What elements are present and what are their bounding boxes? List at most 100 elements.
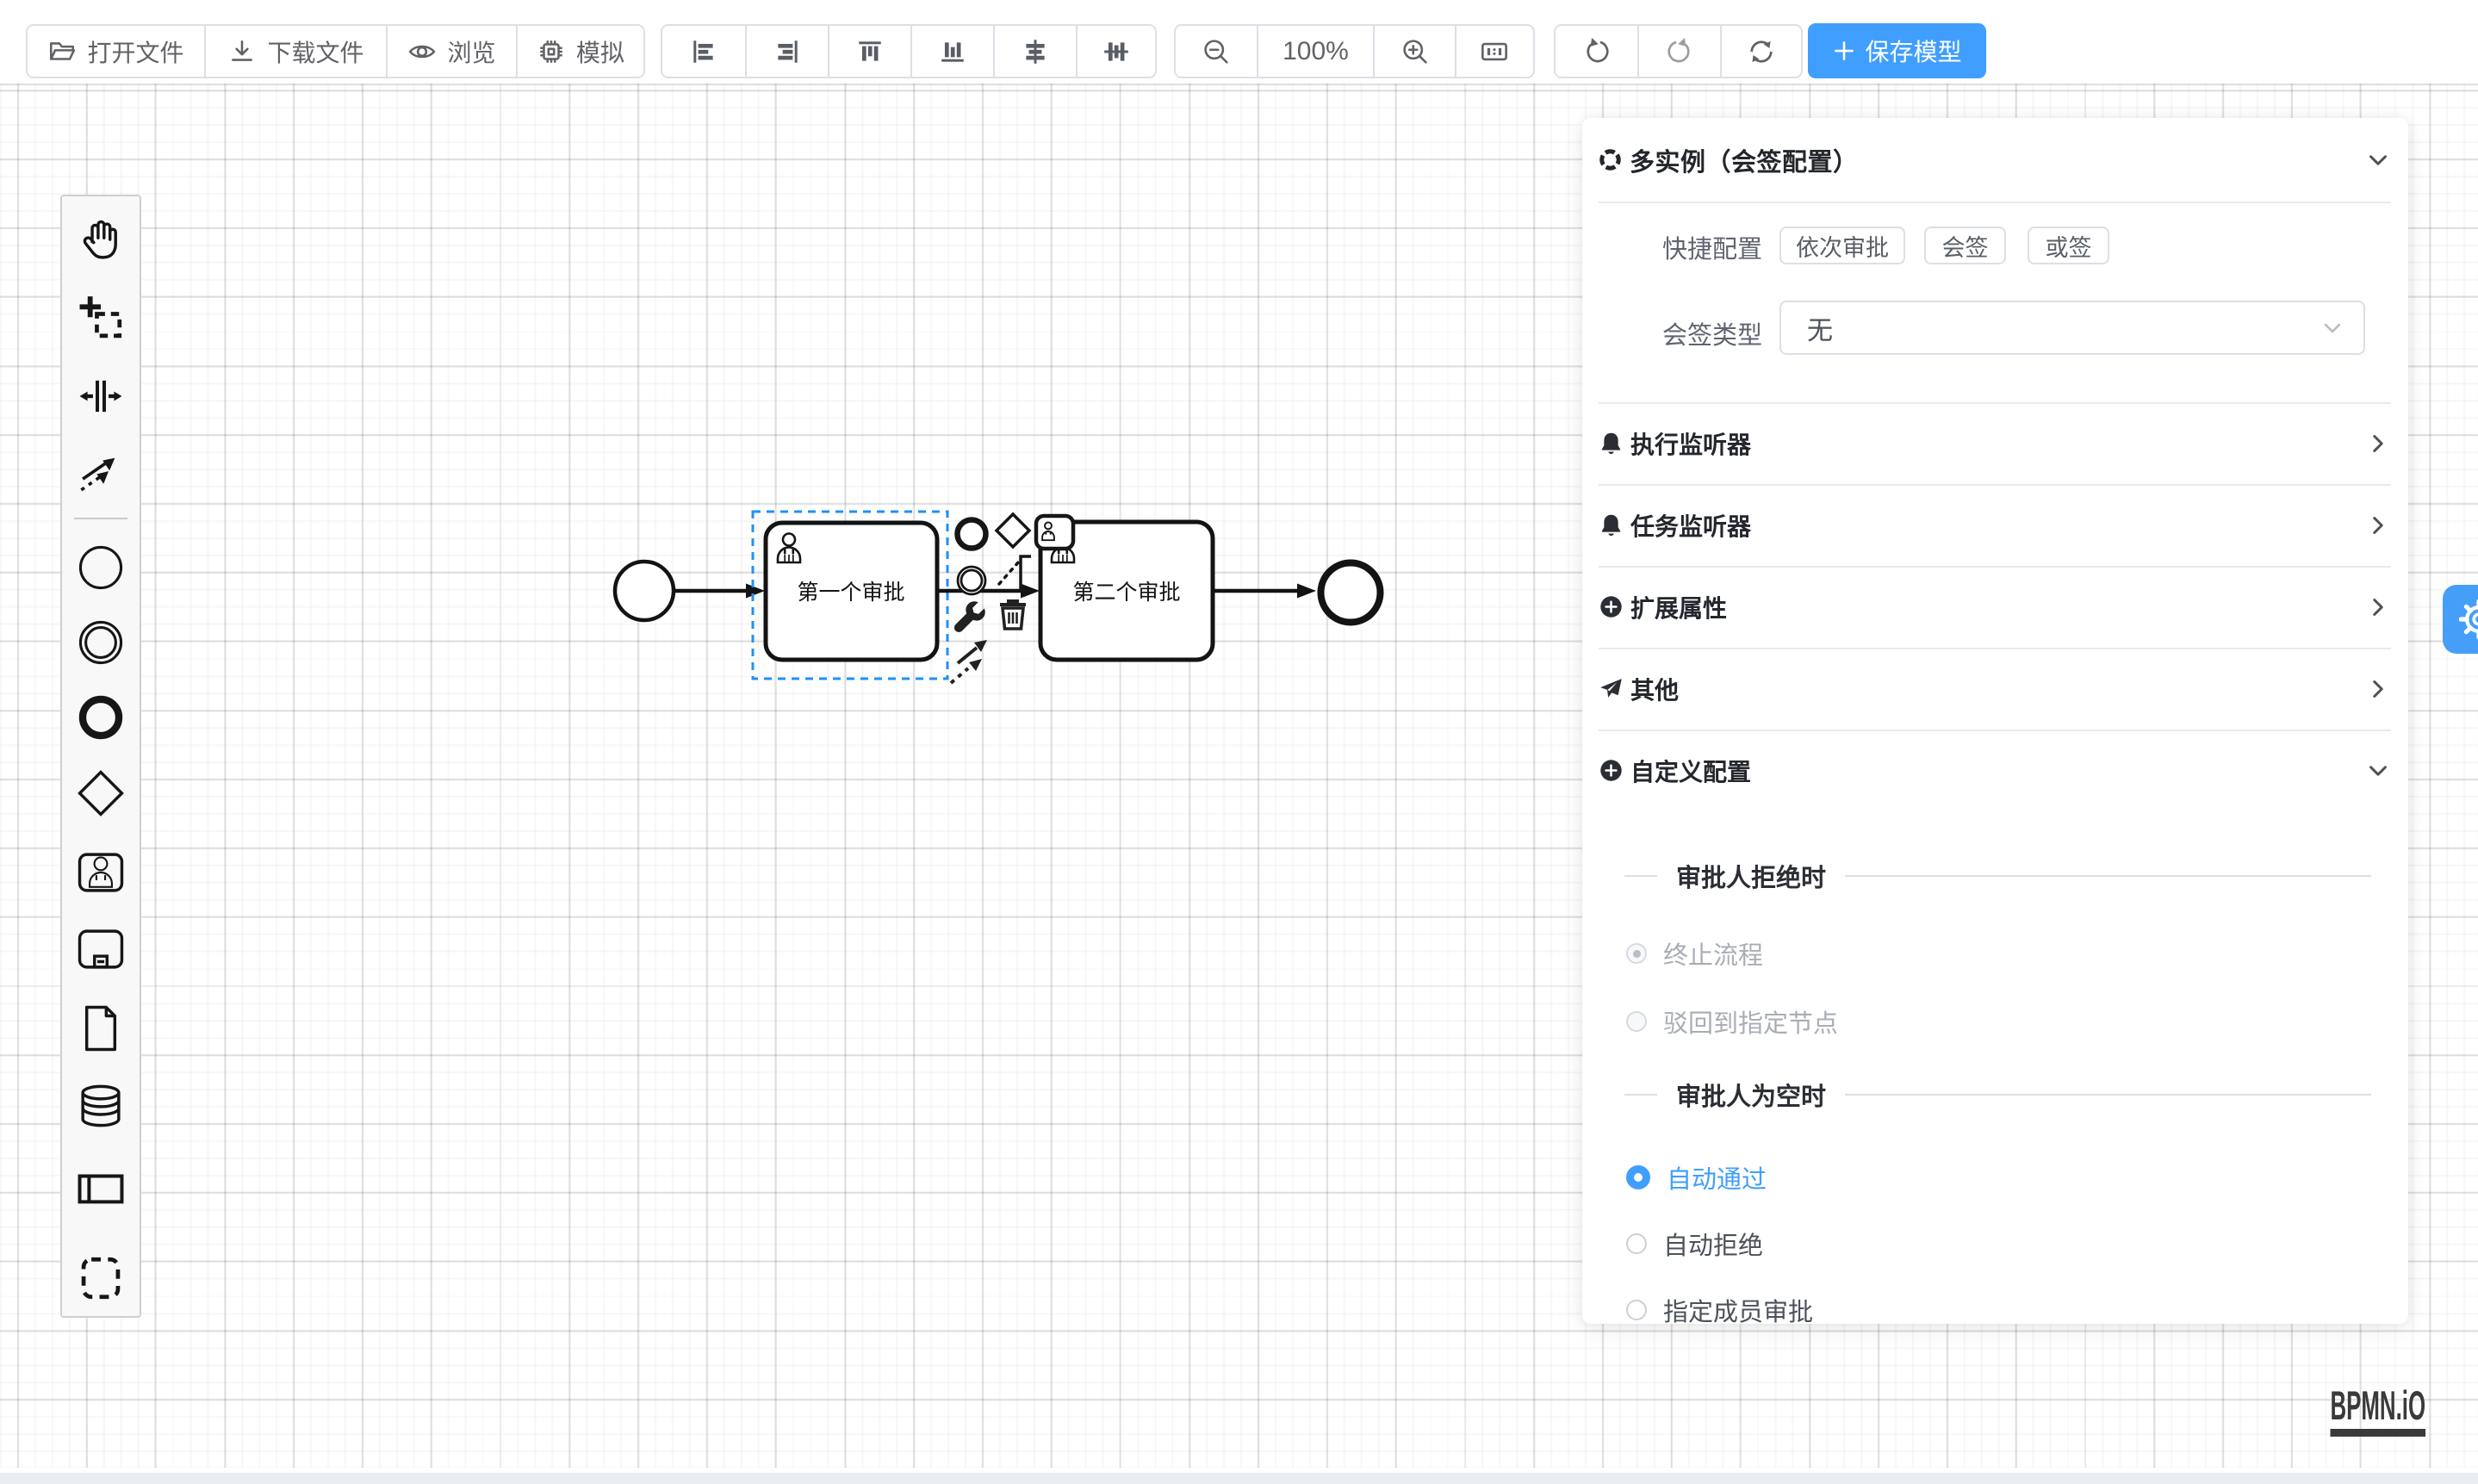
user-task-icon — [776, 532, 802, 564]
align-button-group — [661, 24, 1157, 78]
zoom-level-value: 100% — [1282, 36, 1349, 65]
create-user-task[interactable] — [62, 834, 140, 911]
file-button-group: 打开文件 下载文件 浏览 模拟 — [26, 24, 645, 78]
chevron-right-icon — [2373, 516, 2383, 534]
replace-icon[interactable] — [953, 601, 985, 633]
gateway-icon — [78, 770, 124, 817]
download-file-button[interactable]: 下载文件 — [204, 26, 386, 77]
create-gateway[interactable] — [62, 754, 140, 832]
append-intermediate-event-icon[interactable] — [956, 565, 987, 596]
create-data-store[interactable] — [62, 1067, 140, 1145]
group-icon — [81, 1257, 121, 1300]
append-task-icon[interactable] — [1034, 513, 1076, 551]
open-file-label: 打开文件 — [87, 39, 184, 66]
append-text-annotation-icon[interactable] — [997, 555, 1031, 593]
save-model-button[interactable]: 保存模型 — [1808, 23, 1986, 78]
global-connect-tool[interactable] — [62, 433, 140, 511]
data-store-icon — [81, 1084, 121, 1127]
append-gateway-icon[interactable] — [994, 512, 1032, 550]
magnifier-minus-icon — [1204, 39, 1228, 64]
align-left-icon — [693, 40, 713, 63]
panel-header[interactable]: 多实例（会签配置） — [1599, 118, 2391, 202]
radio-assign-member[interactable]: 指定成员审批 — [1626, 1292, 1813, 1328]
quick-orsign-button[interactable]: 或签 — [2028, 227, 2109, 264]
history-button-group — [1554, 24, 1803, 78]
radio-auto-pass[interactable]: 自动通过 — [1626, 1159, 1767, 1195]
end-event-shape[interactable] — [1317, 559, 1384, 626]
align-bottom-icon — [941, 41, 964, 62]
create-start-event[interactable] — [62, 529, 140, 606]
section-extended-attrs[interactable]: 扩展属性 — [1599, 566, 2391, 648]
create-data-object[interactable] — [62, 990, 140, 1067]
section-execution-listener[interactable]: 执行监听器 — [1599, 402, 2391, 484]
radio-dot — [1626, 1300, 1647, 1320]
divider — [1599, 484, 2391, 486]
radio-terminate-process[interactable]: 终止流程 — [1626, 935, 1763, 972]
align-middle-icon — [1104, 41, 1128, 61]
radio-dot — [1626, 1165, 1650, 1189]
connect-icon[interactable] — [949, 640, 987, 685]
chevron-down-icon — [2324, 323, 2341, 332]
radio-label: 自动拒绝 — [1663, 1233, 1764, 1260]
sign-type-select[interactable]: 无 — [1779, 301, 2365, 355]
create-end-event[interactable] — [62, 679, 140, 756]
simulate-label: 模拟 — [575, 39, 624, 66]
create-subprocess[interactable] — [62, 910, 140, 988]
settings-fab[interactable] — [2443, 585, 2478, 654]
simulate-button[interactable]: 模拟 — [516, 26, 643, 77]
create-participant[interactable] — [62, 1150, 140, 1227]
space-tool[interactable] — [62, 357, 140, 435]
empty-heading-text: 审批人为空时 — [1676, 1084, 1827, 1111]
create-intermediate-event[interactable] — [62, 604, 140, 681]
undo-icon — [1586, 37, 1609, 62]
redo-button[interactable] — [1637, 26, 1720, 77]
quick-countersign-button[interactable]: 会签 — [1924, 227, 2006, 264]
quick-sequential-label: 依次审批 — [1796, 234, 1889, 261]
data-object-icon — [84, 1005, 117, 1052]
reject-heading-text: 审批人拒绝时 — [1676, 865, 1827, 892]
selection-outline — [751, 510, 949, 680]
eye-icon — [409, 45, 436, 58]
quick-sequential-button[interactable]: 依次审批 — [1779, 227, 1905, 264]
align-right-button[interactable] — [745, 26, 828, 77]
hand-tool[interactable] — [62, 201, 140, 278]
sequence-flow-3[interactable] — [1213, 583, 1316, 599]
lasso-tool[interactable] — [62, 279, 140, 357]
radio-label: 驳回到指定节点 — [1663, 1010, 1839, 1038]
align-left-button[interactable] — [662, 26, 745, 77]
start-event-shape[interactable] — [612, 559, 676, 623]
radio-auto-reject[interactable]: 自动拒绝 — [1626, 1226, 1763, 1262]
one-to-one-icon — [1481, 42, 1507, 60]
bpmn-io-watermark[interactable]: BPMN.iO — [2171, 1385, 2425, 1437]
user-task-1-shape[interactable]: 第一个审批 — [763, 520, 940, 662]
zoom-reset-button[interactable] — [1455, 26, 1532, 77]
cpu-icon — [540, 40, 562, 63]
radio-return-to-node[interactable]: 驳回到指定节点 — [1626, 1003, 1838, 1040]
plus-circle-icon — [1600, 760, 1622, 781]
section-other[interactable]: 其他 — [1599, 648, 2391, 730]
section-task-listener[interactable]: 任务监听器 — [1599, 484, 2391, 566]
magnifier-plus-icon — [1402, 39, 1427, 64]
save-model-label: 保存模型 — [1865, 39, 1962, 65]
align-top-button[interactable] — [828, 26, 910, 77]
align-middle-button[interactable] — [1076, 26, 1155, 77]
zoom-in-button[interactable] — [1373, 26, 1455, 77]
preview-button[interactable]: 浏览 — [386, 26, 516, 77]
chevron-down-icon[interactable] — [2365, 147, 2391, 173]
sequence-flow-1[interactable] — [675, 583, 765, 599]
restart-button[interactable] — [1720, 26, 1801, 77]
append-end-event-icon[interactable] — [954, 517, 989, 551]
create-group[interactable] — [62, 1239, 140, 1317]
radio-dot — [1626, 1011, 1647, 1032]
element-palette — [60, 195, 141, 1318]
delete-icon[interactable] — [1000, 599, 1026, 630]
align-bottom-button[interactable] — [910, 26, 993, 77]
undo-button[interactable] — [1556, 26, 1637, 77]
open-file-button[interactable]: 打开文件 — [28, 26, 204, 77]
align-center-button[interactable] — [993, 26, 1076, 77]
chevron-right-icon — [2373, 680, 2383, 698]
section-custom-config[interactable]: 自定义配置 — [1599, 730, 2391, 811]
zoom-out-button[interactable] — [1176, 26, 1257, 77]
